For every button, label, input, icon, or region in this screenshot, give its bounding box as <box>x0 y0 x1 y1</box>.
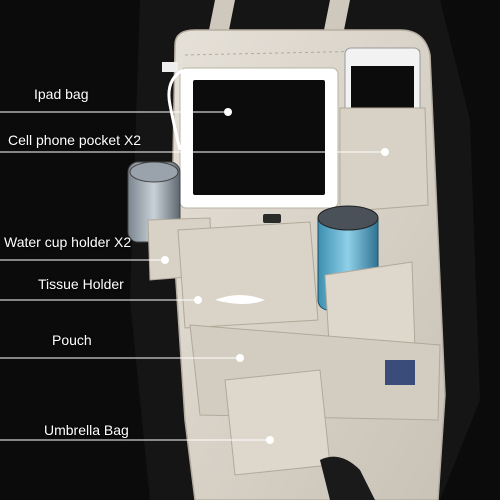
callout-dots <box>161 108 389 444</box>
pouch-contents <box>385 360 415 385</box>
label-ipad-bag: Ipad bag <box>34 86 89 102</box>
callout-lines <box>0 111 385 441</box>
tissue-slot <box>215 295 265 304</box>
label-cell-phone-pocket: Cell phone pocket X2 <box>8 132 142 148</box>
tablet-screen <box>193 80 325 195</box>
phone-pocket <box>339 107 429 213</box>
umbrella-bag <box>224 369 331 476</box>
tissue-holder <box>177 221 319 329</box>
label-water-cup-holder: Water cup holder X2 <box>4 234 132 250</box>
label-tissue-holder: Tissue Holder <box>38 276 124 292</box>
logo-badge <box>263 214 281 223</box>
usb-plug <box>162 62 178 72</box>
umbrella-handle <box>320 456 375 500</box>
label-pouch: Pouch <box>52 332 92 348</box>
label-umbrella-bag: Umbrella Bag <box>44 422 129 438</box>
charging-cable <box>167 68 184 151</box>
